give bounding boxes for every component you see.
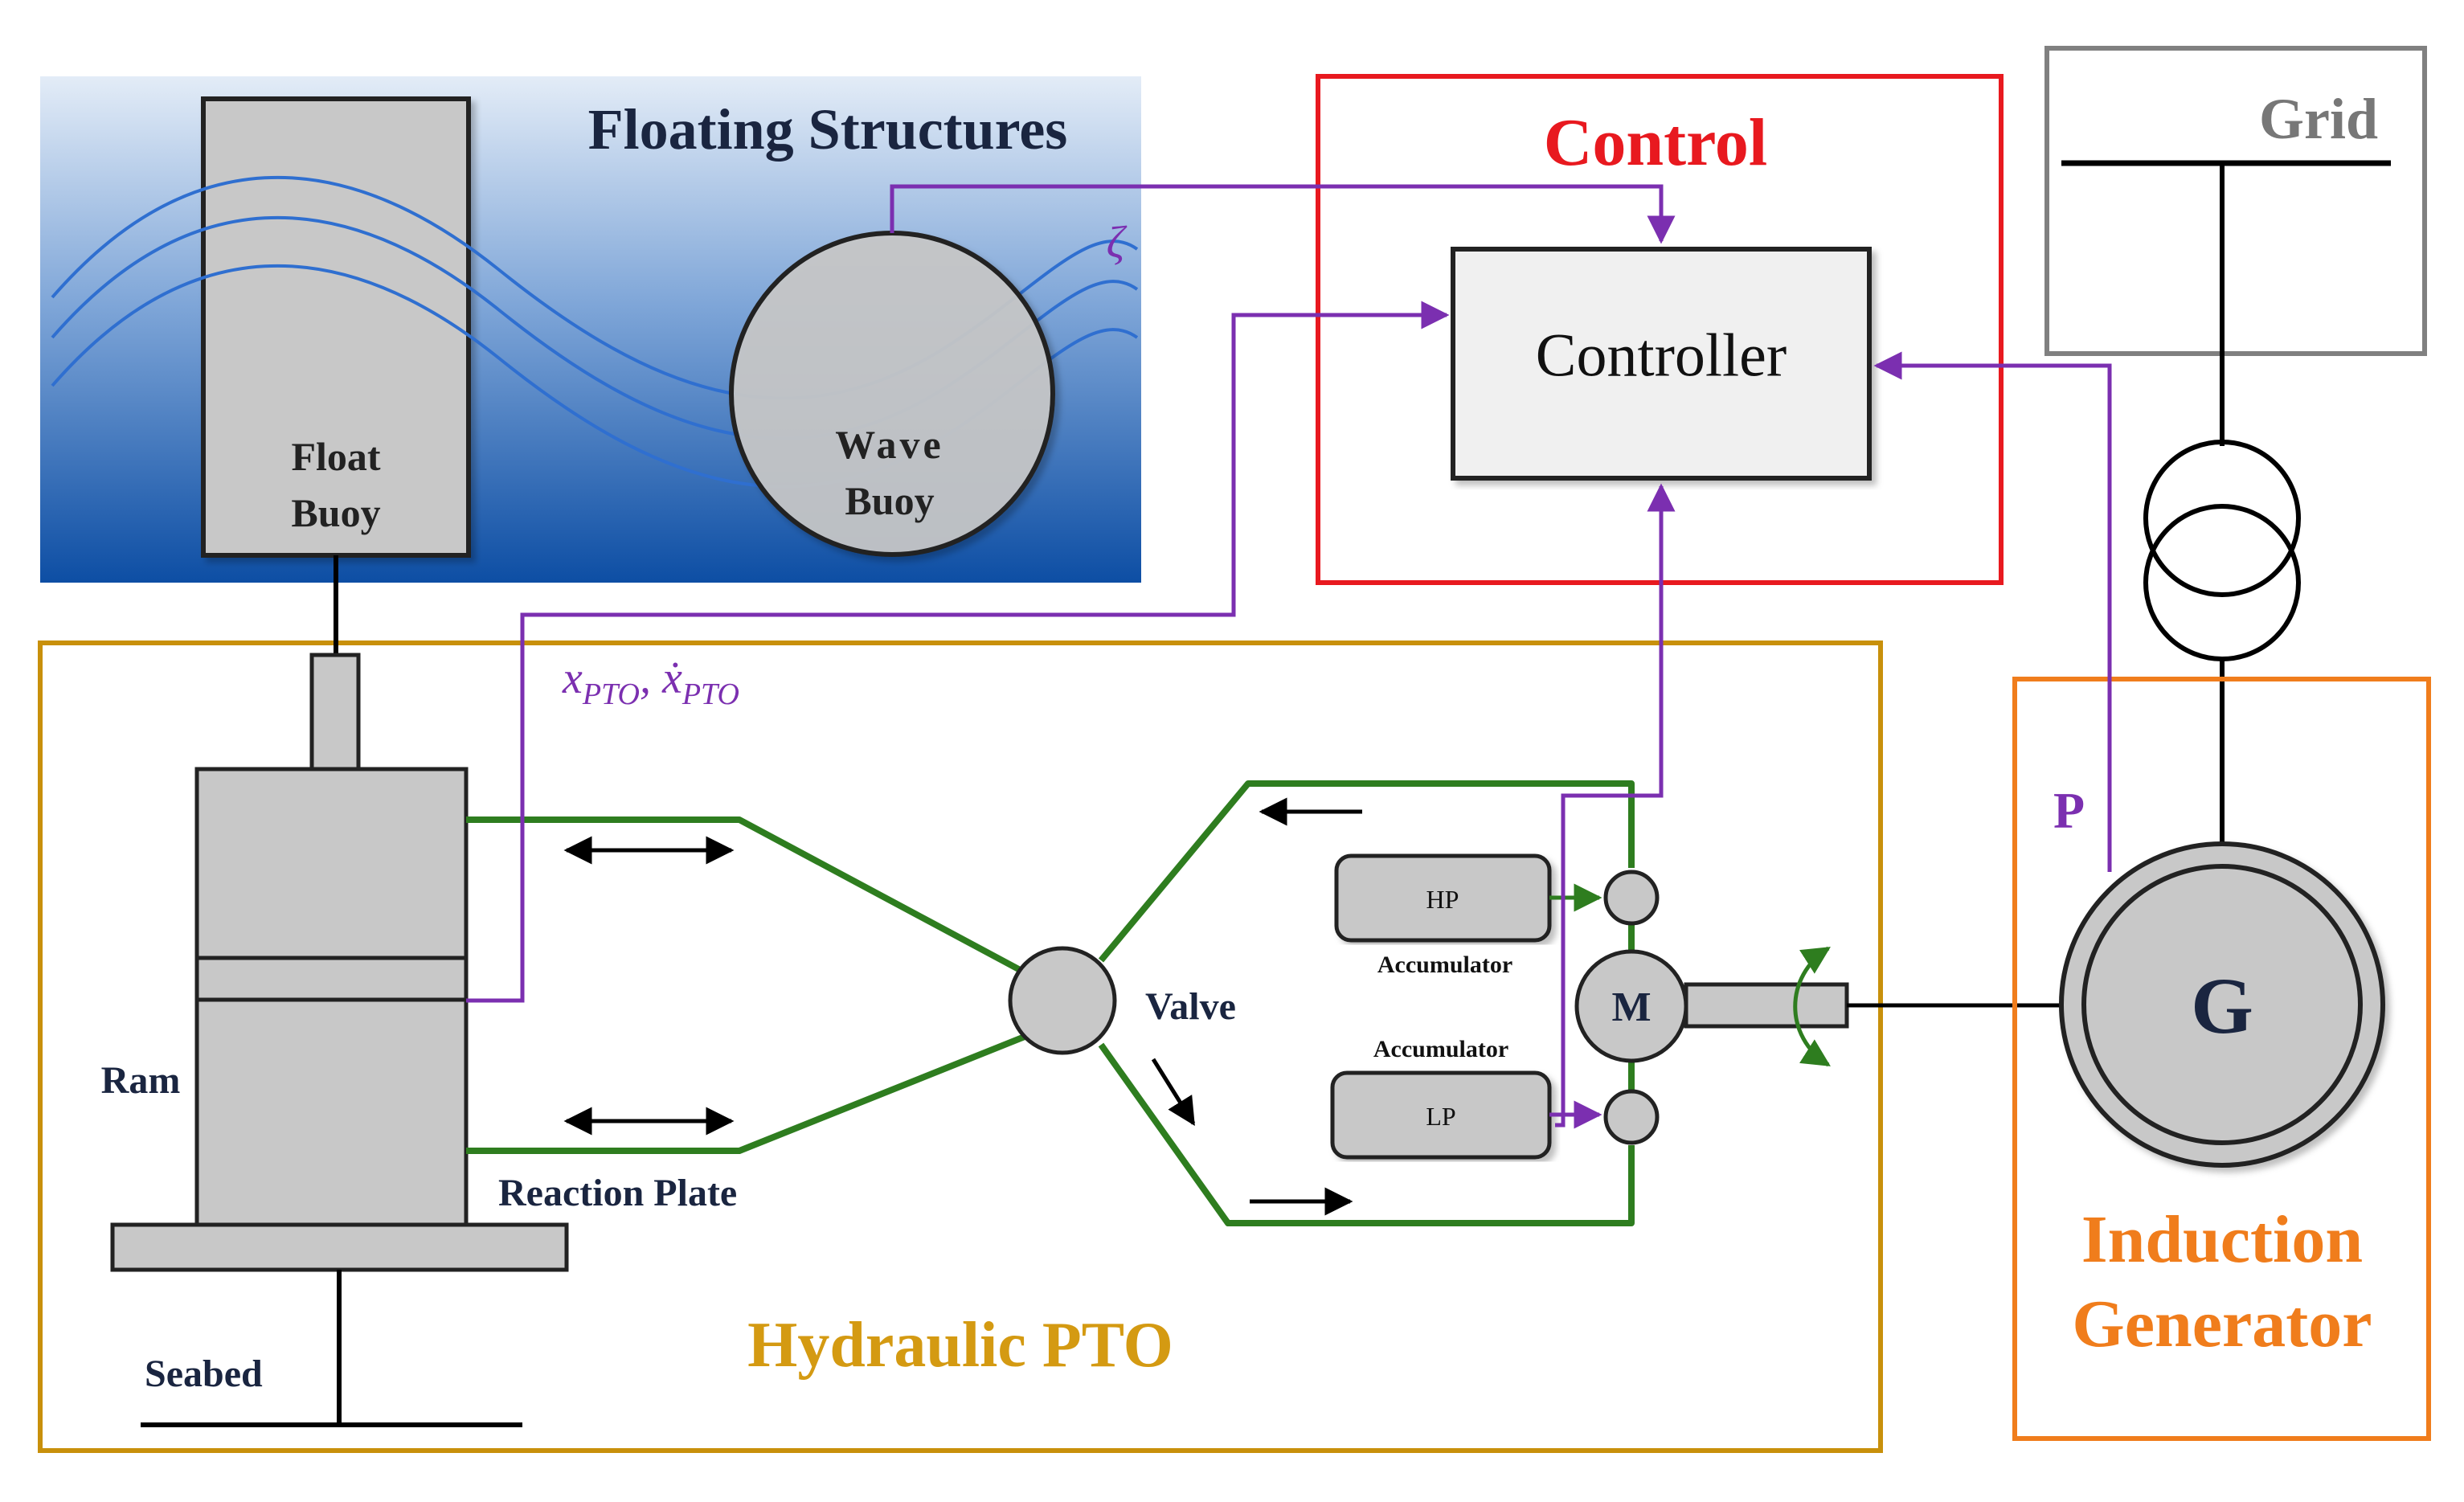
hydraulic-pto-panel: xPTO, ẋPTO Ram Reaction Plate Seabed Val… (38, 555, 2065, 1453)
reaction-plate (110, 1222, 569, 1272)
hp-label: HP (1426, 885, 1459, 914)
hydraulic-lines (466, 780, 1635, 1226)
generator-title-2: Generator (2072, 1287, 2372, 1361)
reaction-plate-label: Reaction Plate (498, 1172, 737, 1214)
zeta-signal (890, 184, 1676, 244)
piston-head (194, 956, 469, 1002)
flow-arrow-valve-out (1151, 1058, 1196, 1126)
float-buoy-label-2: Buoy (291, 490, 380, 535)
floating-structures-title: Floating Structures (588, 97, 1068, 162)
lp-label: LP (1426, 1102, 1455, 1131)
float-buoy (201, 96, 471, 558)
hydraulic-pto-title: Hydraulic PTO (747, 1310, 1173, 1381)
controller-label: Controller (1536, 321, 1787, 389)
wave-buoy-label-2: Buoy (845, 478, 934, 523)
generator-inner (2081, 864, 2363, 1145)
accumulator-top-label: Accumulator (1377, 952, 1512, 978)
float-buoy-label-1: Float (291, 434, 380, 479)
power-signal (1873, 351, 2112, 872)
ram-label: Ram (101, 1059, 181, 1102)
grid-title: Grid (2259, 87, 2378, 151)
motor-shaft (1684, 982, 1849, 1029)
generator-symbol: G (2191, 961, 2253, 1050)
floating-structures-panel: Floating Structures Float Buoy Wave Buoy… (40, 76, 1141, 583)
generator-power-label: P (2053, 782, 2085, 839)
ram-cylinder-top (194, 767, 469, 967)
motor-label: M (1611, 984, 1651, 1030)
generator-title-1: Induction (2081, 1202, 2363, 1277)
motor-control-signal (1555, 483, 1676, 1128)
grid-box (2044, 46, 2427, 356)
xpto-signal (466, 301, 1450, 1003)
transformer-coil-bottom (2143, 504, 2301, 661)
accumulator-bottom-label: Accumulator (1373, 1036, 1508, 1062)
ram-cylinder-bottom (194, 997, 469, 1227)
shaft-rotation-icon (1793, 946, 1831, 1067)
grid-panel: Grid (2044, 46, 2427, 852)
seabed-label: Seabed (145, 1353, 263, 1395)
hydraulic-box (38, 640, 1883, 1453)
induction-generator-panel: G P Induction Generator (2012, 677, 2431, 1441)
control-title: Control (1544, 105, 1767, 180)
lp-check-valve (1603, 1089, 1660, 1145)
signal-label-xpto: xPTO, ẋPTO (562, 653, 739, 711)
controller-box (1451, 247, 1872, 481)
wave-buoy-label-1: Wave (835, 422, 943, 467)
valve-label: Valve (1145, 985, 1236, 1028)
generator-box (2012, 677, 2431, 1441)
signal-lines (466, 184, 2112, 1129)
valve (1008, 946, 1117, 1055)
zeta-label: ζ (1107, 218, 1128, 268)
hp-check-valve (1603, 870, 1660, 926)
transformer-coil-top (2143, 440, 2301, 597)
